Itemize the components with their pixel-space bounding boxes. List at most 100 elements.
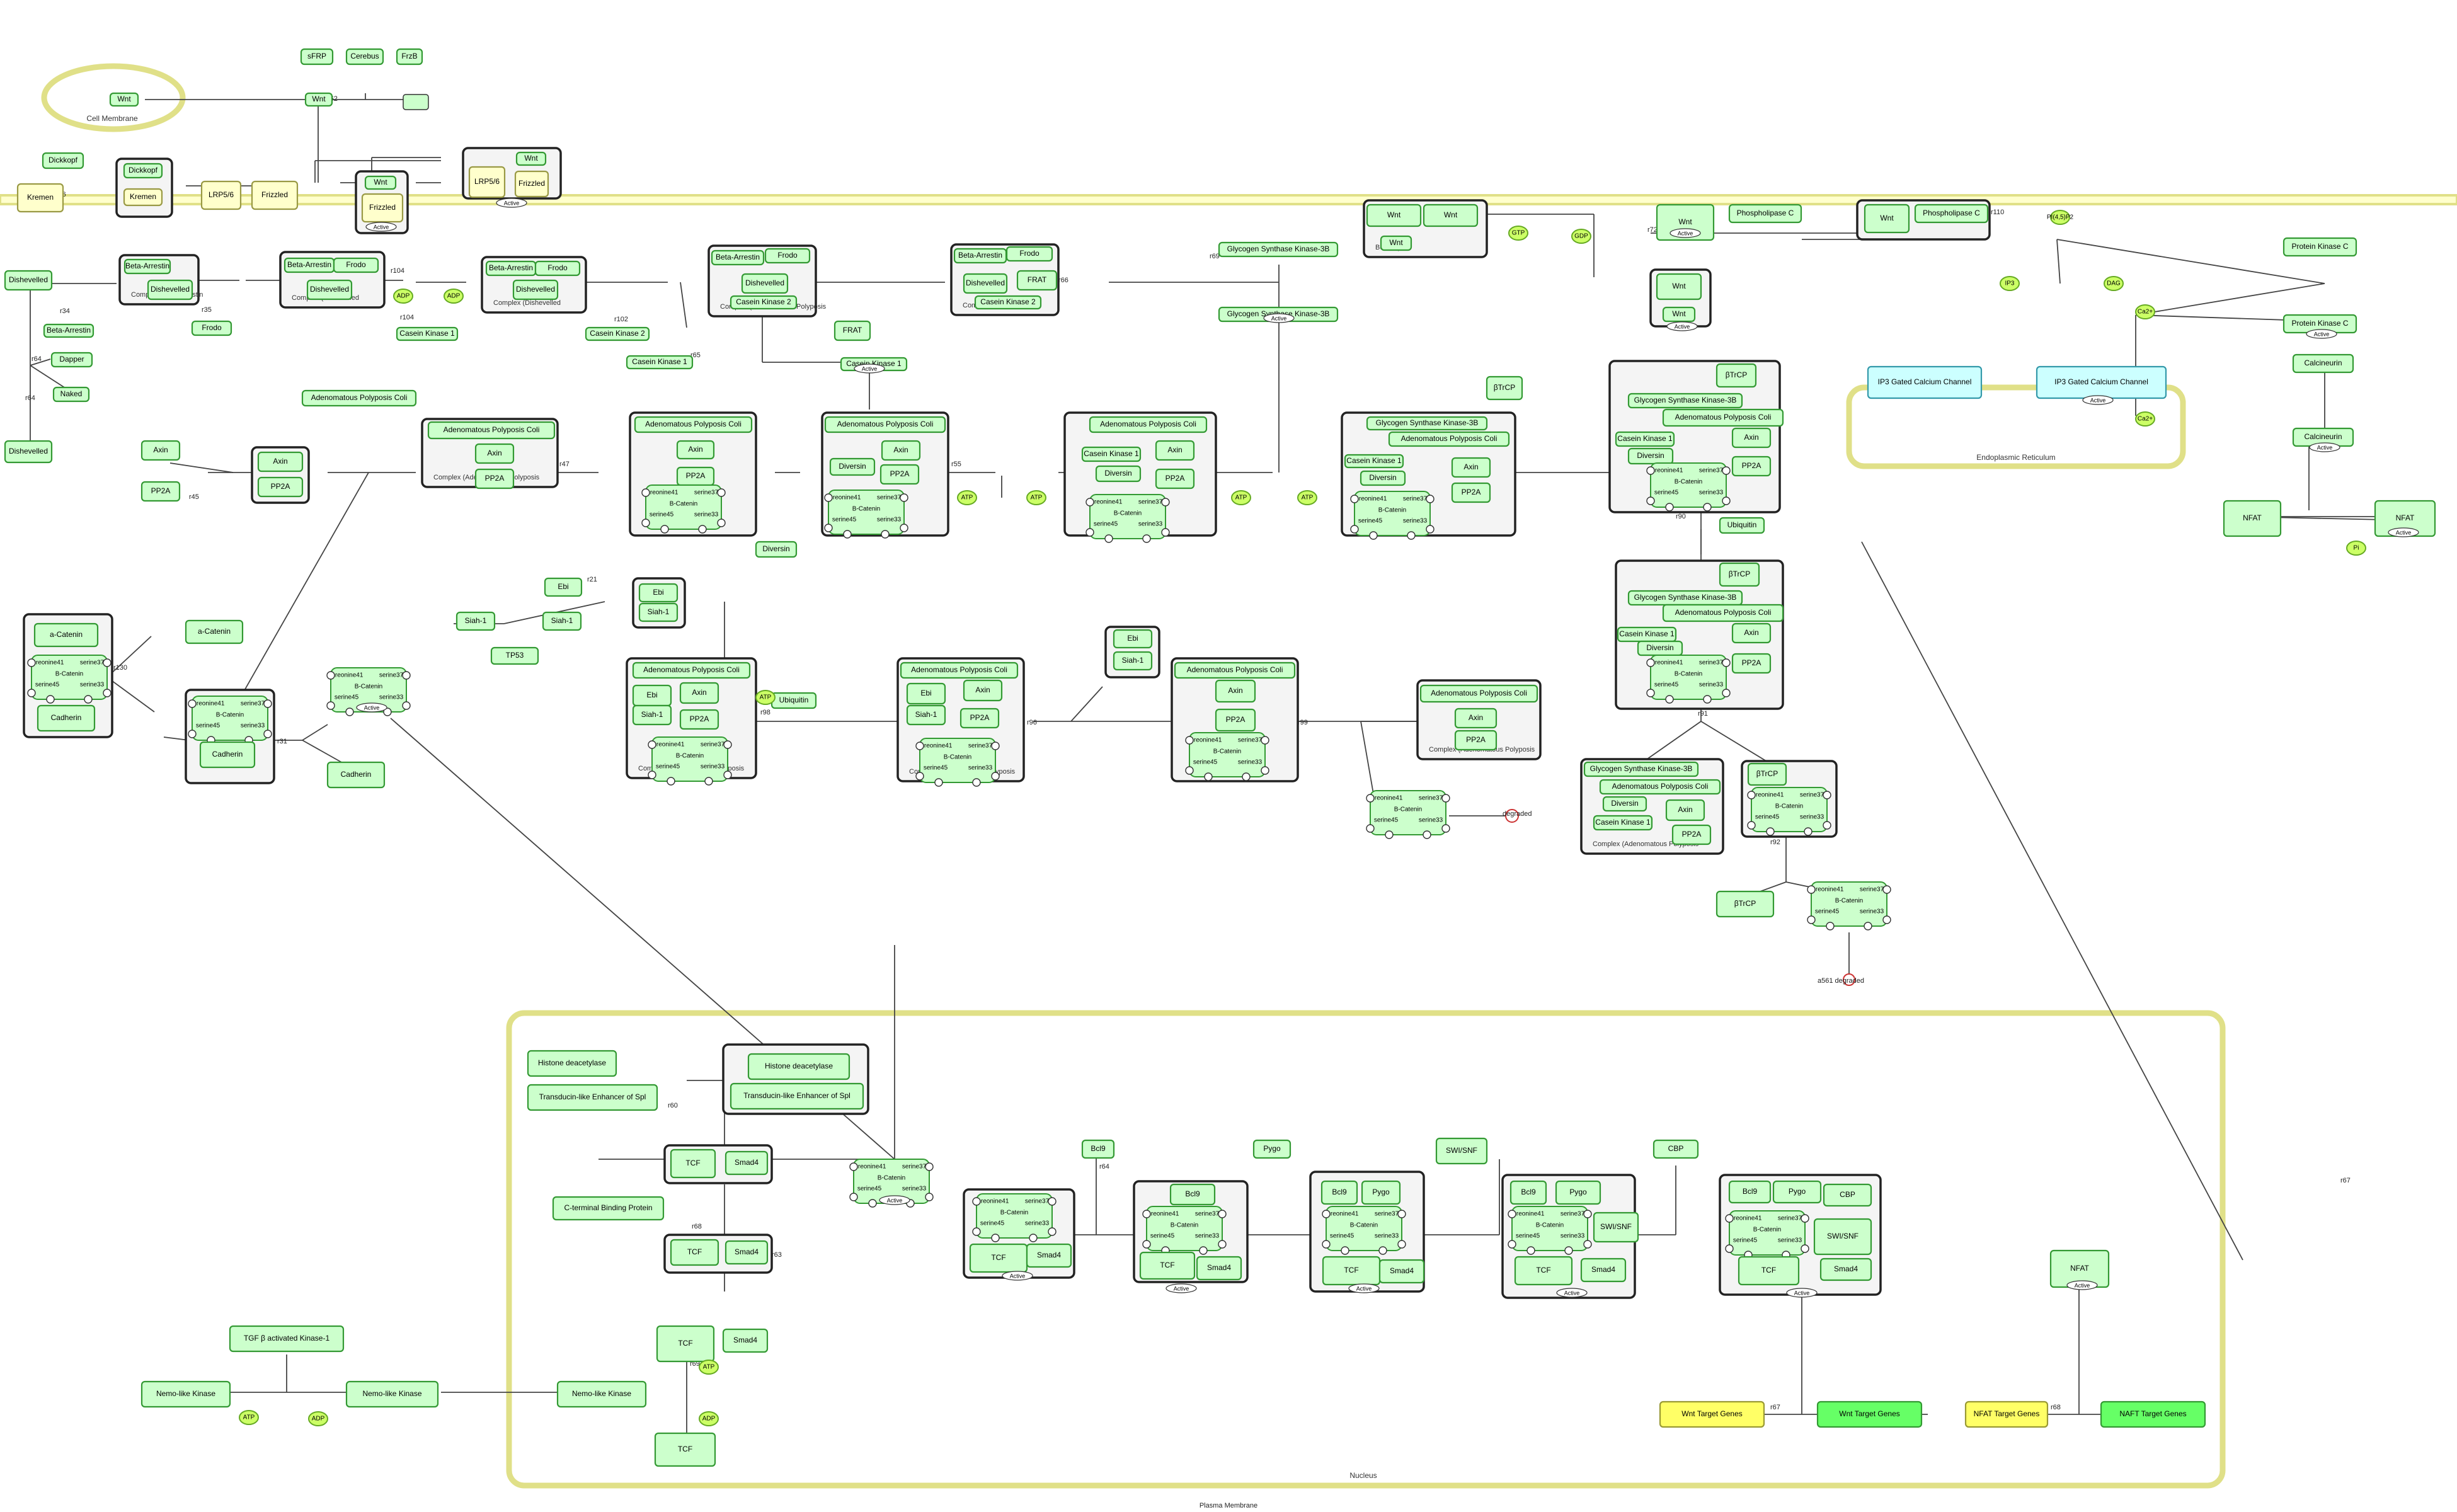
species-node[interactable]: TCF [656, 1325, 715, 1363]
species-node[interactable]: Kremen [16, 183, 64, 213]
species-node[interactable]: Dishevelled [4, 270, 53, 291]
species-node[interactable]: Siah-1 [1113, 651, 1153, 671]
species-node[interactable]: Pygo [1555, 1180, 1601, 1205]
species-node[interactable]: Axin [1731, 622, 1772, 644]
species-node[interactable]: Wnt Target Genes [1816, 1400, 1923, 1428]
species-node[interactable]: Casein Kinase 2 [730, 295, 798, 310]
species-node[interactable]: Glycogen Synthase Kinase-3B [1627, 392, 1743, 409]
species-node[interactable]: PP2A [1731, 653, 1772, 674]
species-node[interactable]: Axin [1731, 427, 1772, 449]
species-node[interactable]: βTrCP [1715, 363, 1757, 388]
species-node[interactable]: Adenomatous Polyposis Coli [301, 389, 417, 407]
species-node[interactable]: TCF [969, 1243, 1028, 1273]
species-node[interactable]: PP2A [474, 468, 515, 490]
small-molecule[interactable]: ADP [444, 289, 464, 304]
species-node[interactable]: Axin [881, 440, 921, 461]
species-node[interactable]: Wnt [304, 92, 333, 107]
species-node[interactable]: Casein Kinase 1 [1615, 431, 1675, 447]
species-node[interactable]: Frodo [191, 320, 232, 336]
species-node[interactable]: Naked [52, 386, 90, 403]
species-node[interactable]: Bcl9 [1509, 1180, 1547, 1205]
species-node[interactable]: Diversin [829, 457, 876, 476]
species-node[interactable]: Adenomatous Polyposis Coli [634, 416, 753, 433]
species-node[interactable]: Beta-Arrestin [485, 260, 537, 277]
species-node[interactable]: βTrCP [1486, 375, 1523, 401]
species-node[interactable]: Protein Kinase C [2282, 237, 2357, 257]
species-node[interactable]: Axin [676, 440, 715, 460]
species-node[interactable]: βTrCP [1715, 890, 1775, 918]
small-molecule[interactable]: ATP [957, 490, 977, 505]
species-node[interactable]: Calcineurin [2292, 353, 2354, 374]
species-node[interactable]: TGF β activated Kinase-1 [229, 1325, 345, 1353]
species-node[interactable]: TCF [670, 1239, 719, 1266]
species-node[interactable]: Glycogen Synthase Kinase-3B [1627, 590, 1743, 606]
species-node[interactable]: Ebi [906, 682, 946, 705]
species-node[interactable]: Adenomatous Polyposis Coli [1662, 408, 1784, 427]
species-node[interactable]: Wnt [1662, 306, 1696, 323]
species-node[interactable]: IP3 Gated Calcium Channel [1867, 365, 1983, 399]
species-node[interactable]: FRAT [833, 320, 871, 341]
species-node[interactable]: TCF [1139, 1251, 1196, 1280]
species-node[interactable]: Glycogen Synthase Kinase-3B [1218, 241, 1339, 258]
species-node[interactable]: Smad4 [1026, 1243, 1072, 1268]
small-molecule[interactable]: ATP [699, 1360, 719, 1375]
species-node[interactable]: TP53 [490, 646, 539, 665]
species-node[interactable]: Siah-1 [455, 611, 496, 631]
species-node[interactable]: Adenomatous Polyposis Coli [427, 421, 556, 440]
species-node[interactable]: PP2A [1155, 468, 1195, 490]
species-node[interactable]: Wnt [1656, 273, 1702, 301]
species-node[interactable]: Casein Kinase 1 [1081, 446, 1142, 462]
species-node[interactable]: Dishevelled [741, 273, 789, 294]
species-node[interactable]: PP2A [1731, 455, 1772, 477]
species-node[interactable]: Dishevelled [147, 279, 193, 301]
species-node[interactable]: Casein Kinase 1 [396, 326, 459, 341]
species-node[interactable]: Phospholipase C [1728, 203, 1802, 224]
species-node[interactable]: FrzB [396, 48, 423, 66]
species-node[interactable]: Cerebus [345, 48, 384, 66]
species-node[interactable]: Histone deacetylase [527, 1050, 617, 1077]
species-node[interactable]: Wnt [364, 175, 397, 190]
species-node[interactable]: Beta-Arrestin [711, 249, 765, 266]
small-molecule[interactable]: Ca2+ [2135, 304, 2155, 319]
species-node[interactable]: Wnt [1366, 203, 1422, 227]
species-node[interactable]: Casein Kinase 1 [1617, 626, 1677, 643]
species-node[interactable]: Adenomatous Polyposis Coli [1388, 431, 1510, 447]
species-node[interactable]: TCF [670, 1148, 716, 1179]
species-node[interactable]: a-Catenin [185, 619, 244, 644]
species-node[interactable]: Adenomatous Polyposis Coli [632, 662, 751, 679]
species-node[interactable]: Smad4 [724, 1150, 769, 1176]
species-node[interactable]: Axin [257, 451, 304, 472]
species-node[interactable]: Calcineurin [2292, 427, 2354, 447]
species-node[interactable]: SWI/SNF [1435, 1137, 1488, 1165]
species-node[interactable]: Transducin-like Enhancer of Spl [527, 1084, 658, 1111]
species-node[interactable]: Beta-Arrestin [43, 323, 94, 338]
species-node[interactable]: Wnt [1423, 203, 1479, 227]
species-node[interactable]: Diversin [755, 541, 798, 558]
species-node[interactable]: Pygo [1772, 1180, 1822, 1204]
species-node[interactable]: Ebi [1113, 629, 1153, 649]
species-node[interactable]: PP2A [879, 464, 920, 485]
small-molecule[interactable]: Pi [2346, 541, 2366, 556]
species-node[interactable]: Wnt [515, 151, 547, 166]
species-node[interactable]: Frodo [534, 260, 581, 277]
species-node[interactable]: Diversin [1637, 640, 1683, 656]
species-node[interactable]: Dishevelled [512, 279, 559, 301]
species-node[interactable]: PP2A [1671, 824, 1712, 845]
species-node[interactable]: TCF [654, 1432, 716, 1467]
species-node[interactable]: Ubiquitin [770, 692, 817, 709]
species-node[interactable]: Siah-1 [632, 704, 672, 726]
species-node[interactable]: Adenomatous Polyposis Coli [1174, 662, 1296, 679]
species-node[interactable]: Bcl9 [1728, 1180, 1772, 1204]
species-node[interactable]: NAFT Target Genes [2100, 1400, 2206, 1428]
species-node[interactable]: PP2A [257, 476, 304, 498]
species-node[interactable]: CBP [1823, 1183, 1872, 1207]
species-node[interactable]: Diversin [1602, 796, 1647, 812]
species-node[interactable]: Beta-Arrestin [953, 248, 1007, 264]
species-node[interactable]: Cadherin [326, 761, 386, 789]
species-node[interactable]: Wnt [1864, 203, 1910, 234]
